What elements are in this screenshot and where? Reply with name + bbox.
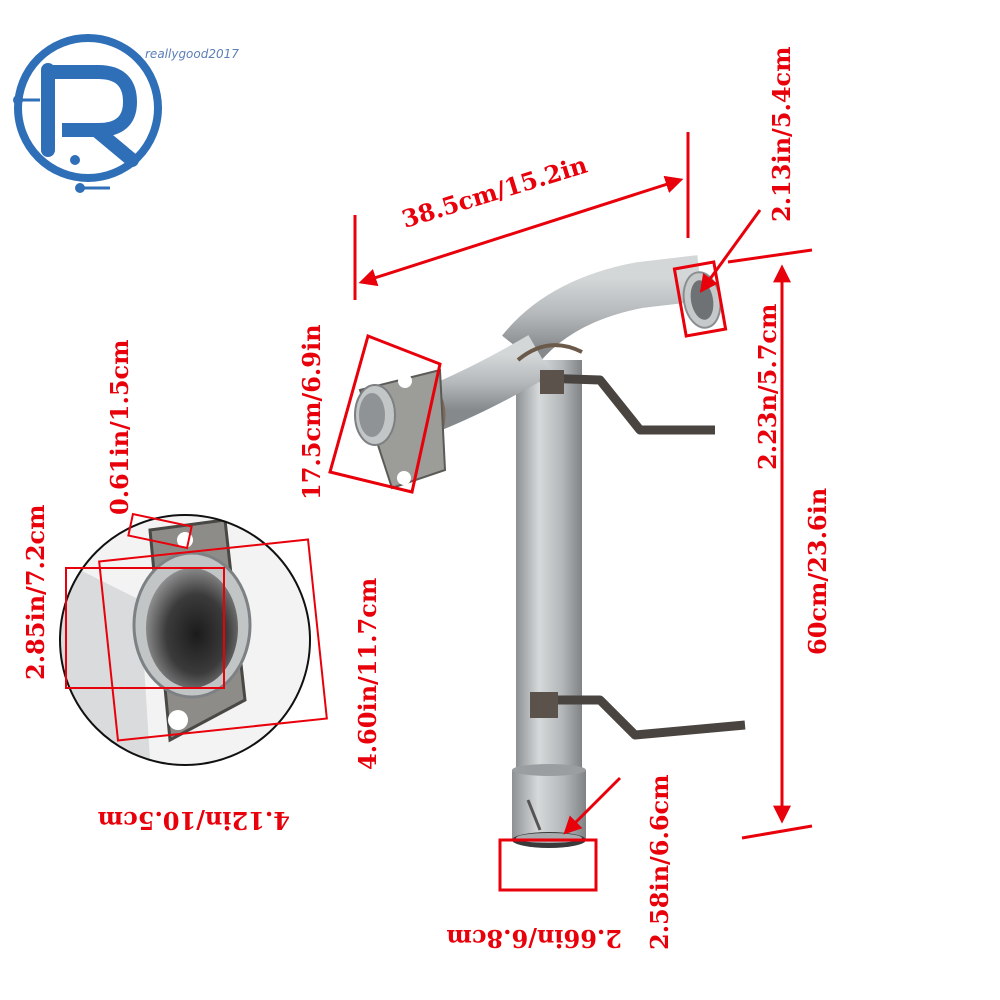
brand-logo — [13, 34, 162, 193]
watermark-text: reallygood2017 — [145, 47, 239, 61]
label-top-length: 38.5cm/15.2in — [398, 150, 590, 234]
label-flange-size: 17.5cm/6.9in — [297, 324, 326, 500]
label-flange-width: 4.12in/10.5cm — [98, 806, 290, 835]
label-bottom-inner: 2.58in/6.6cm — [645, 774, 674, 950]
exhaust-pipe — [354, 255, 746, 848]
label-bottom-outer: 2.66in/6.8cm — [446, 924, 622, 953]
dimension-lines — [328, 132, 813, 892]
label-outlet-side: 2.23n/5.7cm — [753, 304, 782, 470]
flange-closeup — [59, 512, 328, 766]
label-flange-hole: 0.61in/1.5cm — [105, 339, 134, 515]
label-overall-height: 60cm/23.6in — [803, 488, 832, 655]
label-outlet-top: 2.13in/5.4cm — [767, 46, 796, 222]
label-flange-height: 2.85in/7.2cm — [21, 504, 50, 680]
label-flange-diag: 4.60in/11.7cm — [353, 578, 382, 770]
dimension-labels: 38.5cm/15.2in 2.13in/5.4cm 2.23n/5.7cm 6… — [21, 46, 832, 953]
